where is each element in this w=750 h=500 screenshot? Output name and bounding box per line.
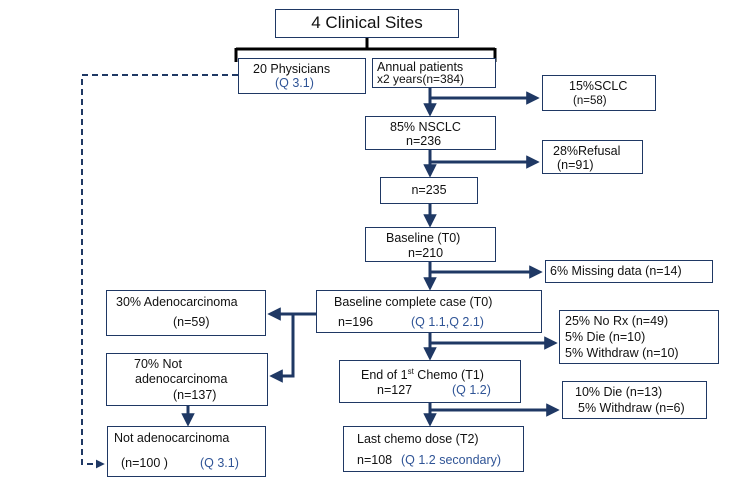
n235-label: n=235 — [411, 183, 447, 197]
adeno-label: 30% Adenocarcinoma — [116, 295, 238, 309]
t2-label: Last chemo dose (T2) — [357, 432, 479, 446]
box-baseline-complete: Baseline complete case (T0) n=196 (Q 1.1… — [316, 290, 542, 333]
box-n235: n=235 — [380, 177, 478, 204]
nsclc-label: 85% NSCLC — [390, 120, 461, 134]
complete-label: Baseline complete case (T0) — [334, 295, 493, 309]
final-label: Not adenocarcinoma — [114, 431, 230, 445]
t1-label: End of 1st Chemo (T1) — [361, 364, 484, 383]
baseline-label: Baseline (T0) — [386, 231, 461, 245]
clinical-sites-label: 4 Clinical Sites — [311, 13, 423, 32]
complete-query: (Q 1.1,Q 2.1) — [411, 315, 484, 329]
box-sclc: 15%SCLC (n=58) — [542, 75, 656, 111]
final-query: (Q 3.1) — [200, 456, 239, 470]
norx-line-1: 25% No Rx (n=49) — [565, 314, 669, 328]
notadeno-label-1: 70% Not — [134, 357, 182, 371]
t2-query: (Q 1.2 secondary) — [401, 453, 502, 467]
baseline-count: n=210 — [408, 246, 444, 260]
arrow-to-sclc — [428, 91, 540, 105]
box-last-chemo: Last chemo dose (T2) n=108 (Q 1.2 second… — [343, 426, 524, 472]
norx-line-3: 5% Withdraw (n=10) — [565, 346, 679, 360]
sclc-label: 15%SCLC — [569, 79, 628, 93]
annual-count: x2 years(n=384) — [377, 72, 465, 86]
t1-query: (Q 1.2) — [452, 383, 491, 397]
box-final-not-adeno: Not adenocarcinoma (n=100 ) (Q 3.1) — [107, 426, 266, 477]
box-end-first-chemo: End of 1st Chemo (T1) n=127 (Q 1.2) — [339, 360, 521, 403]
t1-label-end: Chemo (T1) — [413, 368, 484, 383]
physicians-dashed-connector — [81, 74, 238, 469]
die10-line-1: 10% Die (n=13) — [575, 385, 663, 399]
arrow-to-notadeno — [269, 314, 295, 383]
t2-count: n=108 — [357, 453, 393, 467]
nsclc-count: n=236 — [406, 134, 442, 148]
adeno-count: (n=59) — [173, 315, 210, 329]
t1-label-start: End of 1 — [361, 368, 408, 383]
die10-line-2: 5% Withdraw (n=6) — [578, 401, 685, 415]
notadeno-count: (n=137) — [173, 388, 217, 402]
box-refusal: 28%Refusal (n=91) — [542, 140, 643, 174]
missing-label: 6% Missing data (n=14) — [550, 264, 682, 278]
box-not-adenocarcinoma: 70% Not adenocarcinoma (n=137) — [106, 353, 268, 406]
refusal-count: (n=91) — [557, 158, 594, 172]
t1-count: n=127 — [377, 383, 413, 397]
t1-label-sup: st — [407, 367, 414, 376]
box-physicians: 20 Physicians (Q 3.1) — [238, 58, 366, 94]
refusal-label: 28%Refusal — [553, 144, 621, 158]
box-missing-data: 6% Missing data (n=14) — [545, 260, 713, 283]
norx-line-2: 5% Die (n=10) — [565, 330, 646, 344]
box-nsclc: 85% NSCLC n=236 — [365, 116, 496, 150]
physicians-query: (Q 3.1) — [275, 76, 314, 90]
box-die-withdraw: 10% Die (n=13) 5% Withdraw (n=6) — [562, 381, 707, 419]
box-baseline: Baseline (T0) n=210 — [365, 227, 496, 262]
box-no-rx: 25% No Rx (n=49) 5% Die (n=10) 5% Withdr… — [559, 310, 719, 364]
annual-label: Annual patients — [377, 60, 464, 74]
box-clinical-sites: 4 Clinical Sites — [275, 9, 459, 38]
physicians-label: 20 Physicians — [253, 62, 331, 76]
box-adenocarcinoma: 30% Adenocarcinoma (n=59) — [106, 290, 266, 336]
final-count: (n=100 ) — [121, 456, 168, 470]
complete-count: n=196 — [338, 315, 374, 329]
box-annual-patients: Annual patients x2 years(n=384) — [372, 58, 496, 88]
notadeno-label-2: adenocarcinoma — [135, 372, 228, 386]
sclc-count: (n=58) — [573, 95, 607, 107]
